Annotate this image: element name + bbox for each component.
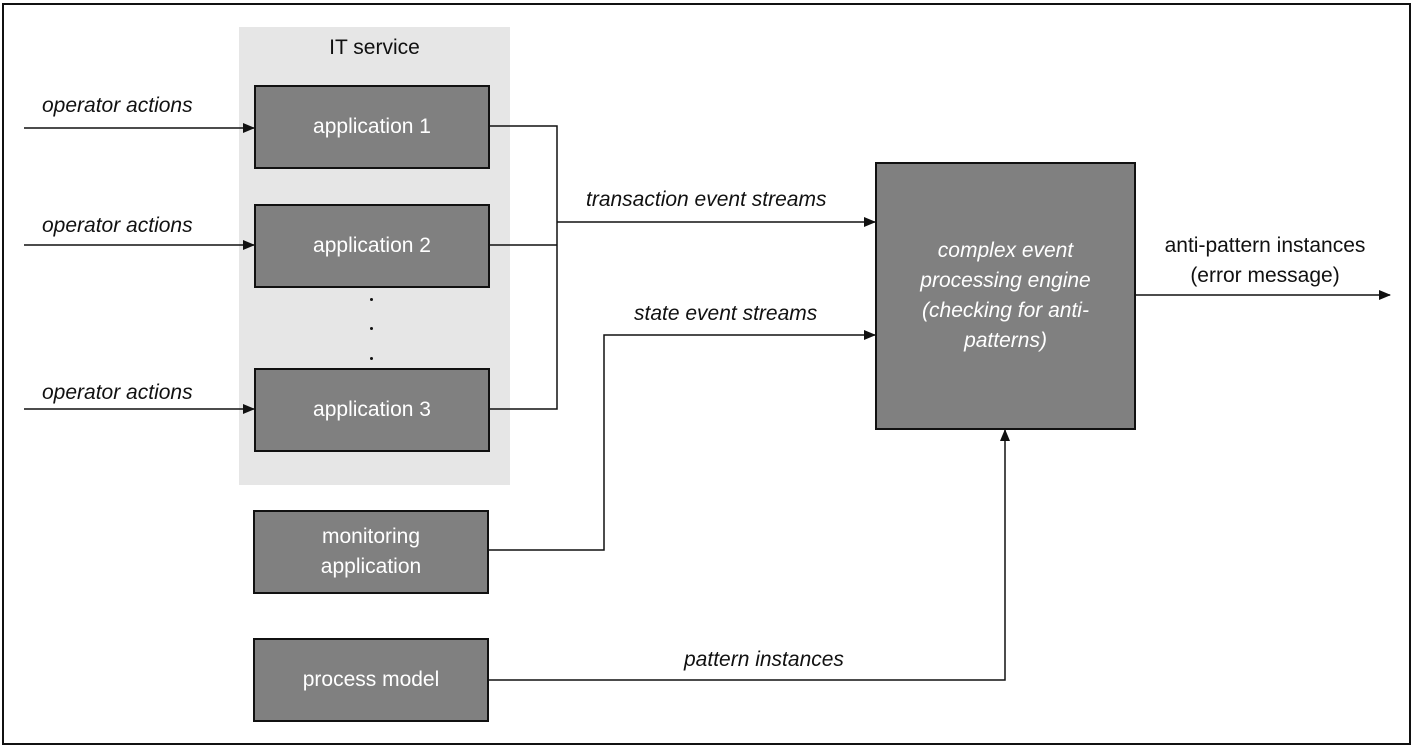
operator-actions-label-1: operator actions (42, 94, 193, 117)
pattern-arrow (489, 429, 1010, 681)
application-1-label: application 1 (313, 115, 431, 138)
operator-actions-label-3: operator actions (42, 381, 193, 404)
engine-label-line4: patterns) (964, 329, 1047, 352)
app1-connector (490, 125, 558, 410)
diagram-frame (2, 3, 1411, 745)
engine-label-line2: processing engine (920, 269, 1091, 292)
output-label-line1: anti-pattern instances (1164, 234, 1366, 257)
ellipsis-dot-2 (370, 327, 373, 330)
it-service-title: IT service (329, 36, 420, 59)
output-label: anti-pattern instances (error message) (1140, 231, 1390, 291)
ellipsis-dot-1 (370, 298, 373, 301)
state-arrow (489, 330, 876, 551)
application-1-box: application 1 (254, 85, 490, 169)
pattern-instances-label: pattern instances (684, 648, 844, 671)
application-3-label: application 3 (313, 398, 431, 421)
engine-label-line1: complex event (937, 239, 1074, 262)
process-model-box: process model (253, 638, 489, 722)
transaction-streams-label: transaction event streams (586, 188, 827, 211)
output-label-line2: (error message) (1190, 264, 1340, 287)
application-2-box: application 2 (254, 204, 490, 288)
operator-actions-label-2: operator actions (42, 214, 193, 237)
cep-engine-box: complex event processing engine (checkin… (875, 162, 1136, 430)
application-2-label: application 2 (313, 234, 431, 257)
application-3-box: application 3 (254, 368, 490, 452)
process-model-label: process model (302, 668, 440, 691)
monitoring-label-line2: application (320, 555, 422, 578)
monitoring-label-line1: monitoring (321, 525, 421, 548)
monitoring-application-box: monitoring application (253, 510, 489, 594)
ellipsis-dot-3 (370, 357, 373, 360)
engine-label-line3: (checking for anti- (922, 299, 1089, 322)
state-streams-label: state event streams (634, 302, 818, 325)
